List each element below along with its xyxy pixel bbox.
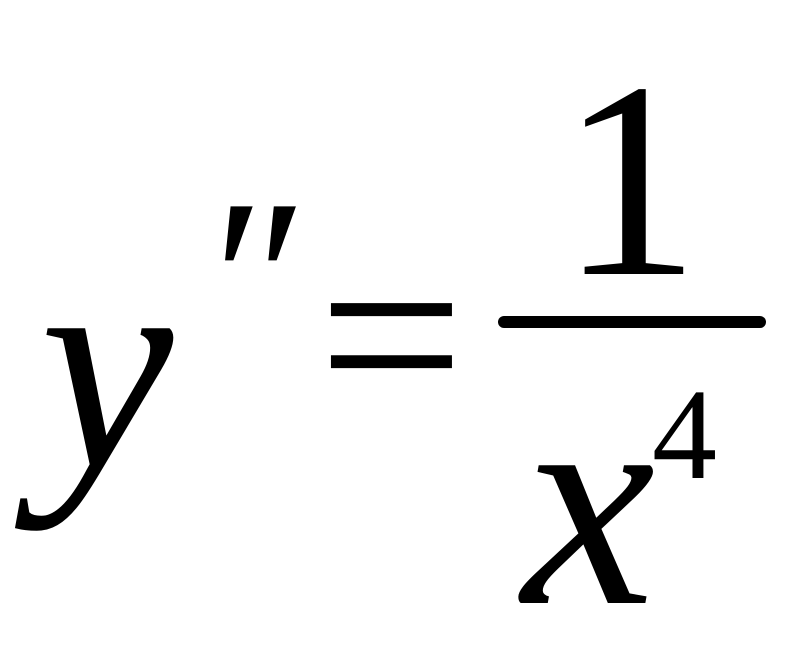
fraction-numerator: 1 [560, 24, 700, 335]
denominator-variable-x: x [522, 336, 656, 668]
denominator-exponent: 4 [652, 363, 717, 507]
equals-sign: = [318, 191, 465, 479]
double-prime-mark: ″ [198, 152, 294, 407]
lhs-variable-y: y [40, 199, 174, 531]
equation: y ″ = 1 x 4 [40, 24, 766, 652]
fraction-bar [498, 316, 766, 328]
